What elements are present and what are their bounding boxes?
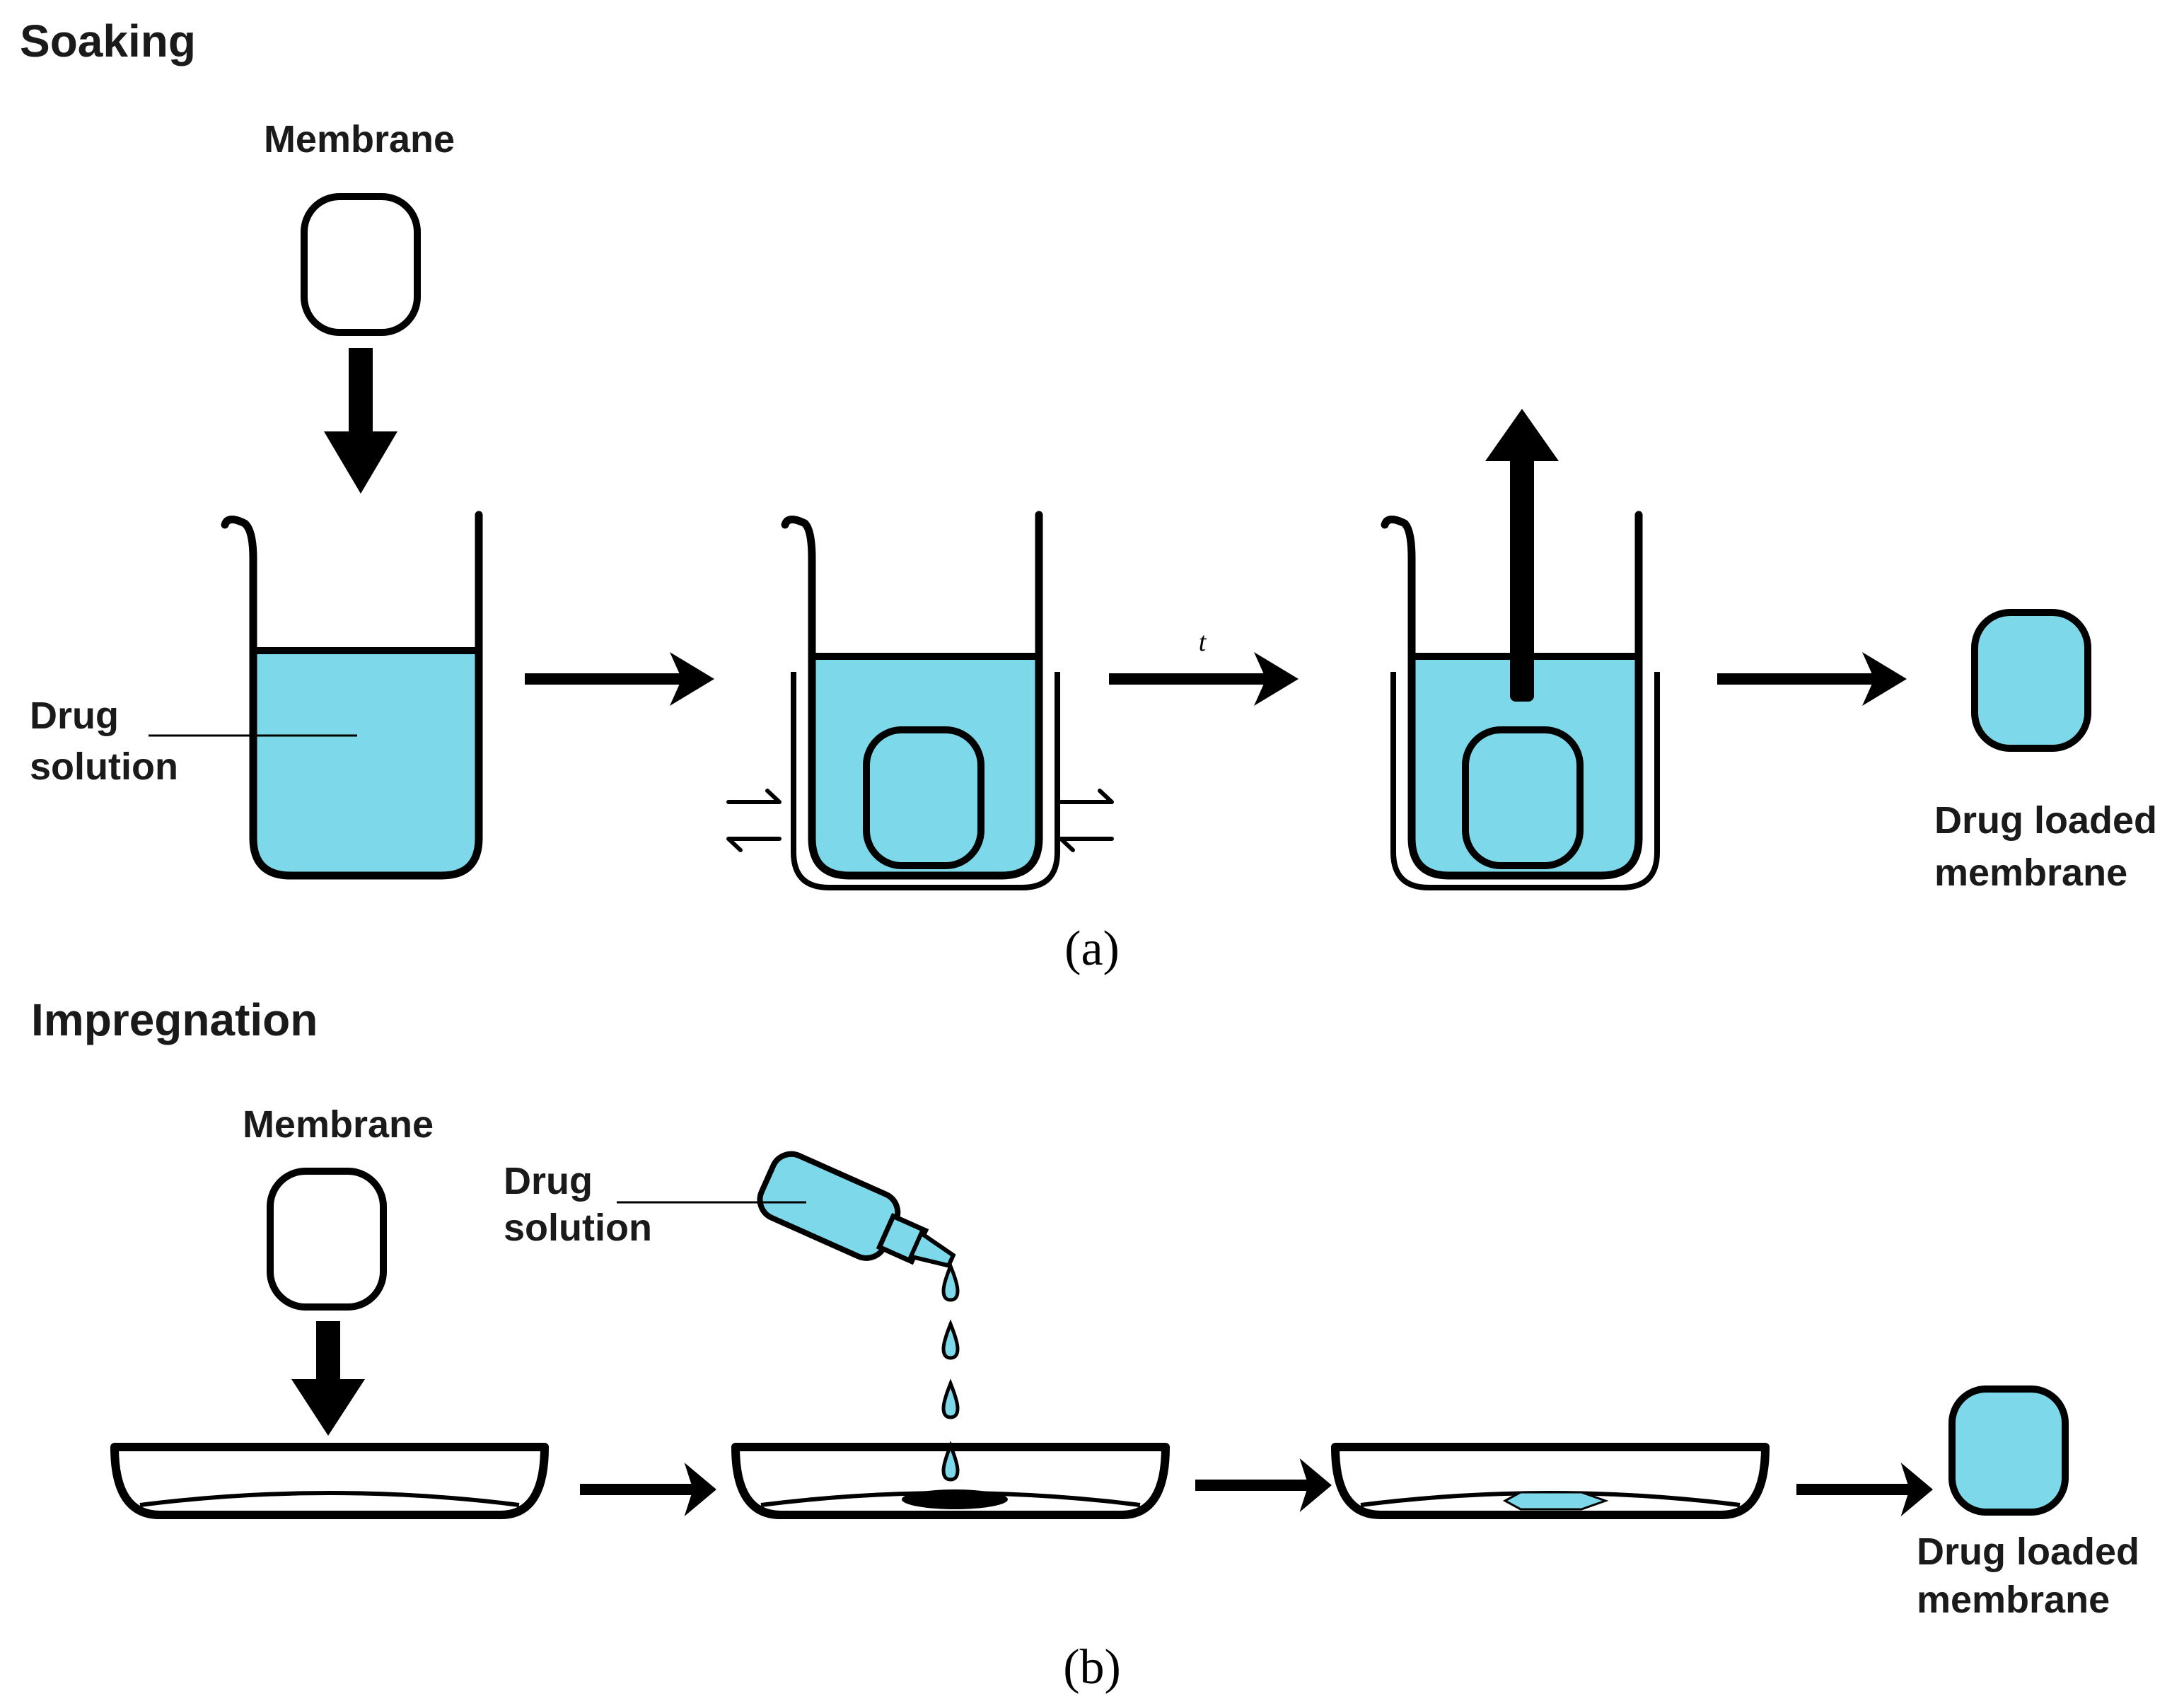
beaker-drug-solution — [221, 511, 483, 880]
soaking-title: Soaking — [20, 16, 196, 66]
down-arrow-icon — [324, 348, 397, 494]
drug-loaded-membrane — [1971, 609, 2091, 752]
beaker-soaking — [781, 511, 1060, 890]
drops-icon — [941, 1261, 960, 1482]
petri-dish-3 — [1331, 1443, 1770, 1519]
beaker-removal — [1381, 511, 1660, 890]
soaking-result-line2: membrane — [1934, 852, 2127, 894]
right-arrow-icon — [525, 652, 714, 706]
absorbed-drug-spot — [1502, 1491, 1609, 1511]
membrane-in-beaker — [863, 726, 984, 869]
impregnation-title: Impregnation — [31, 994, 318, 1045]
soaking-result-line1: Drug loaded — [1934, 799, 2157, 842]
caption-b: (b) — [1063, 1640, 1121, 1695]
soaking-drug-label-line2: solution — [30, 745, 178, 788]
drug-loaded-membrane-b — [1948, 1385, 2069, 1516]
time-label: t — [1199, 627, 1207, 657]
membrane-square-b — [267, 1168, 387, 1311]
shaking-arrows-icon — [726, 789, 1114, 852]
soaking-membrane-label: Membrane — [264, 118, 455, 161]
up-arrow-icon — [1485, 409, 1559, 702]
impregnation-membrane-label: Membrane — [243, 1103, 434, 1146]
dropper-bottle-icon — [757, 1151, 956, 1268]
impregnation-drug-label-line2: solution — [504, 1207, 652, 1249]
membrane-in-beaker-2 — [1462, 726, 1584, 869]
impregnation-result-line1: Drug loaded — [1917, 1530, 2139, 1573]
right-arrow-icon-b1 — [580, 1463, 716, 1516]
right-arrow-icon-3 — [1717, 652, 1907, 706]
membrane-square — [301, 193, 421, 336]
right-arrow-icon-b3 — [1796, 1463, 1933, 1516]
impregnation-result-line2: membrane — [1917, 1579, 2110, 1621]
soaking-drug-label-line1: Drug — [30, 695, 119, 737]
right-arrow-icon-2 — [1109, 652, 1299, 706]
right-arrow-icon-b2 — [1195, 1458, 1332, 1512]
down-arrow-icon-b — [291, 1321, 365, 1436]
impregnation-drug-label-line1: Drug — [504, 1160, 593, 1202]
drug-drop-puddle — [902, 1489, 1008, 1509]
caption-a: (a) — [1064, 922, 1120, 976]
petri-dish — [110, 1443, 549, 1519]
